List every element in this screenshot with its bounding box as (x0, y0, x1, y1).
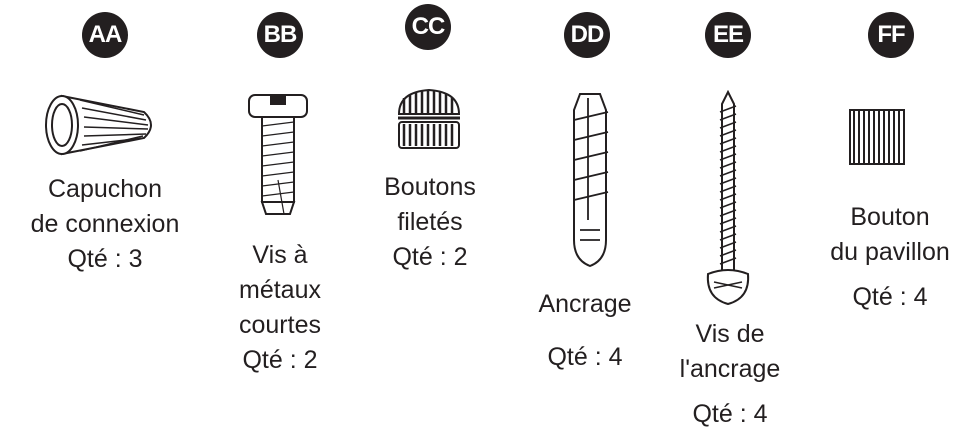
part-badge-cc: CC (405, 4, 451, 50)
part-badge-ee: EE (705, 12, 751, 58)
part-qty: Qté : 2 (242, 346, 318, 374)
part-badge-bb: BB (257, 12, 303, 58)
part-label-ff: Bouton du pavillon Qté : 4 (815, 200, 965, 315)
part-name-line: Bouton (850, 203, 930, 231)
part-qty: Qté : 2 (392, 243, 468, 271)
part-qty: Qté : 4 (547, 343, 623, 371)
part-qty: Qté : 4 (852, 283, 928, 311)
canopy-knob-icon (848, 108, 906, 166)
part-name-line: Ancrage (538, 290, 632, 318)
wire-nut-icon (40, 90, 162, 160)
part-name-line: Vis à (252, 241, 308, 269)
part-name-line: filetés (397, 208, 463, 236)
part-name-line: Capuchon (48, 175, 162, 203)
part-name-line: courtes (239, 311, 321, 339)
part-badge-ff: FF (868, 12, 914, 58)
threaded-knob-icon (394, 84, 464, 154)
part-qty-dd: Qté : 4 (515, 340, 655, 375)
part-qty: Qté : 4 (692, 400, 768, 428)
part-name-line: du pavillon (830, 238, 950, 266)
part-label-bb: Vis à métaux courtes Qté : 2 (210, 238, 350, 378)
part-name-line: l'ancrage (679, 355, 781, 383)
machine-screw-icon (244, 90, 314, 220)
part-name-line: de connexion (30, 210, 180, 238)
part-name-line: Boutons (384, 173, 476, 201)
part-name-line: métaux (239, 276, 321, 304)
part-label-dd: Ancrage Ancrage (515, 287, 655, 357)
part-badge-dd: DD (564, 12, 610, 58)
wall-anchor-icon (560, 90, 620, 270)
anchor-screw-icon (700, 90, 756, 310)
part-name-line: Vis de (695, 320, 765, 348)
part-badge-aa: AA (82, 12, 128, 58)
part-qty: Qté : 3 (67, 245, 143, 273)
part-label-ee: Vis de l'ancrage Qté : 4 (660, 317, 800, 432)
part-label-aa: Capuchon de connexion Qté : 3 (0, 172, 210, 277)
part-label-cc: Boutons filetés Qté : 2 (360, 170, 500, 275)
